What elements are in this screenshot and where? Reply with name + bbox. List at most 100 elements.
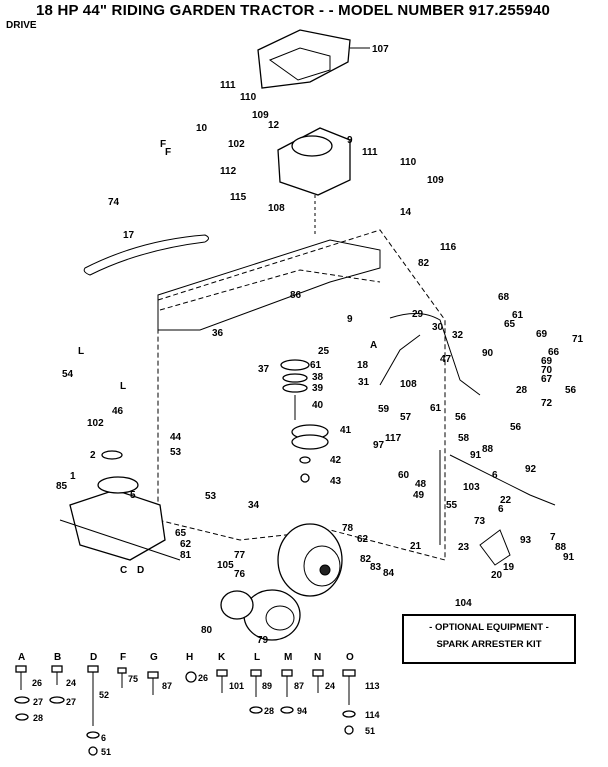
callout-74: 74 bbox=[108, 197, 120, 208]
callout-83: 83 bbox=[370, 562, 382, 573]
svg-text:L: L bbox=[254, 652, 260, 663]
callout-103: 103 bbox=[463, 482, 480, 493]
callout-L1: L bbox=[78, 346, 84, 357]
callout-25: 25 bbox=[318, 346, 330, 357]
linkage-31 bbox=[379, 334, 421, 386]
callout-62a: 62 bbox=[180, 539, 192, 550]
callout-56a: 56 bbox=[455, 412, 467, 423]
svg-text:89: 89 bbox=[262, 681, 272, 691]
callout-F2: F bbox=[165, 147, 171, 158]
svg-text:75: 75 bbox=[128, 674, 138, 684]
svg-text:28: 28 bbox=[33, 713, 43, 723]
svg-text:94: 94 bbox=[297, 706, 307, 716]
callout-79: 79 bbox=[257, 635, 269, 646]
callout-91a: 91 bbox=[470, 450, 482, 461]
callout-110a: 110 bbox=[240, 92, 257, 103]
callout-48: 48 bbox=[415, 479, 427, 490]
callout-117: 117 bbox=[385, 433, 402, 444]
callout-55: 55 bbox=[446, 500, 458, 511]
callout-30: 30 bbox=[432, 322, 444, 333]
callout-69b: 69 bbox=[541, 356, 553, 367]
callout-78: 78 bbox=[342, 523, 354, 534]
callout-18: 18 bbox=[357, 360, 369, 371]
svg-text:26: 26 bbox=[32, 678, 42, 688]
callout-39: 39 bbox=[312, 383, 324, 394]
callout-46: 46 bbox=[112, 406, 124, 417]
spark-arrester-label: SPARK ARRESTER KIT bbox=[436, 639, 542, 650]
callout-14: 14 bbox=[400, 207, 412, 218]
optional-equipment-box: - OPTIONAL EQUIPMENT - SPARK ARRESTER KI… bbox=[402, 614, 576, 664]
svg-text:24: 24 bbox=[66, 678, 76, 688]
callout-19: 19 bbox=[503, 562, 515, 573]
callout-84: 84 bbox=[383, 568, 395, 579]
callout-44: 44 bbox=[170, 432, 182, 443]
callout-40: 40 bbox=[312, 400, 324, 411]
svg-text:24: 24 bbox=[325, 681, 335, 691]
svg-text:51: 51 bbox=[101, 747, 111, 757]
callout-60: 60 bbox=[398, 470, 410, 481]
callout-102b: 102 bbox=[87, 418, 104, 429]
callout-91b: 91 bbox=[563, 552, 575, 563]
callout-61b: 61 bbox=[430, 403, 442, 414]
pedal-20 bbox=[479, 529, 511, 566]
callout-34: 34 bbox=[248, 500, 260, 511]
callout-32: 32 bbox=[452, 330, 464, 341]
callout-67: 67 bbox=[541, 374, 553, 385]
lever-92 bbox=[449, 454, 556, 506]
callout-22: 22 bbox=[500, 495, 512, 506]
callout-82b: 82 bbox=[360, 554, 372, 565]
svg-text:F: F bbox=[120, 652, 126, 663]
callout-7: 7 bbox=[550, 532, 556, 543]
callout-A: A bbox=[370, 340, 377, 351]
callout-9b: 9 bbox=[347, 314, 353, 325]
callout-85a: 85 bbox=[56, 481, 68, 492]
callout-54: 54 bbox=[62, 369, 74, 380]
callout-88a: 88 bbox=[482, 444, 494, 455]
svg-text:B: B bbox=[54, 652, 61, 663]
section-label: DRIVE bbox=[6, 20, 37, 31]
callout-108: 108 bbox=[268, 203, 285, 214]
callout-56c: 56 bbox=[510, 422, 522, 433]
callout-112: 112 bbox=[220, 166, 237, 177]
rear-wheel-right bbox=[277, 523, 343, 597]
callout-73: 73 bbox=[474, 516, 486, 527]
rear-wheel-left bbox=[220, 589, 301, 641]
callout-82: 82 bbox=[418, 258, 430, 269]
callout-2: 2 bbox=[90, 450, 96, 461]
callout-41: 41 bbox=[340, 425, 352, 436]
callout-108b: 108 bbox=[400, 379, 417, 390]
callout-6a: 6 bbox=[492, 470, 498, 481]
svg-text:O: O bbox=[346, 652, 354, 663]
callout-110b: 110 bbox=[400, 157, 417, 168]
callout-labels: 107 111 110 109 10 12 9 102 111 110 112 … bbox=[56, 44, 584, 646]
callout-61c: 61 bbox=[512, 310, 524, 321]
svg-text:101: 101 bbox=[229, 681, 244, 691]
callout-29: 29 bbox=[412, 309, 424, 320]
callout-86: 86 bbox=[290, 290, 302, 301]
callout-20: 20 bbox=[491, 570, 503, 581]
svg-text:52: 52 bbox=[99, 690, 109, 700]
frame-plate bbox=[157, 239, 381, 331]
svg-text:A: A bbox=[18, 652, 25, 663]
frame-rail bbox=[159, 269, 381, 311]
svg-text:114: 114 bbox=[365, 710, 380, 720]
callout-6b: 6 bbox=[498, 504, 504, 515]
callout-1: 1 bbox=[70, 471, 76, 482]
callout-53a: 53 bbox=[170, 447, 182, 458]
svg-text:113: 113 bbox=[365, 681, 380, 691]
callout-42: 42 bbox=[330, 455, 342, 466]
callout-70: 70 bbox=[541, 365, 553, 376]
callout-68: 68 bbox=[498, 292, 510, 303]
callout-65b: 65 bbox=[175, 528, 187, 539]
callout-97: 97 bbox=[373, 440, 385, 451]
callout-109a: 109 bbox=[252, 110, 269, 121]
svg-text:H: H bbox=[186, 652, 193, 663]
callout-65: 65 bbox=[504, 319, 516, 330]
svg-text:87: 87 bbox=[294, 681, 304, 691]
svg-text:6: 6 bbox=[101, 733, 106, 743]
callout-58: 58 bbox=[458, 433, 470, 444]
page-title: 18 HP 44" RIDING GARDEN TRACTOR - - MODE… bbox=[36, 2, 551, 19]
svg-text:87: 87 bbox=[162, 681, 172, 691]
svg-text:51: 51 bbox=[365, 726, 375, 736]
callout-61a: 61 bbox=[310, 360, 322, 371]
